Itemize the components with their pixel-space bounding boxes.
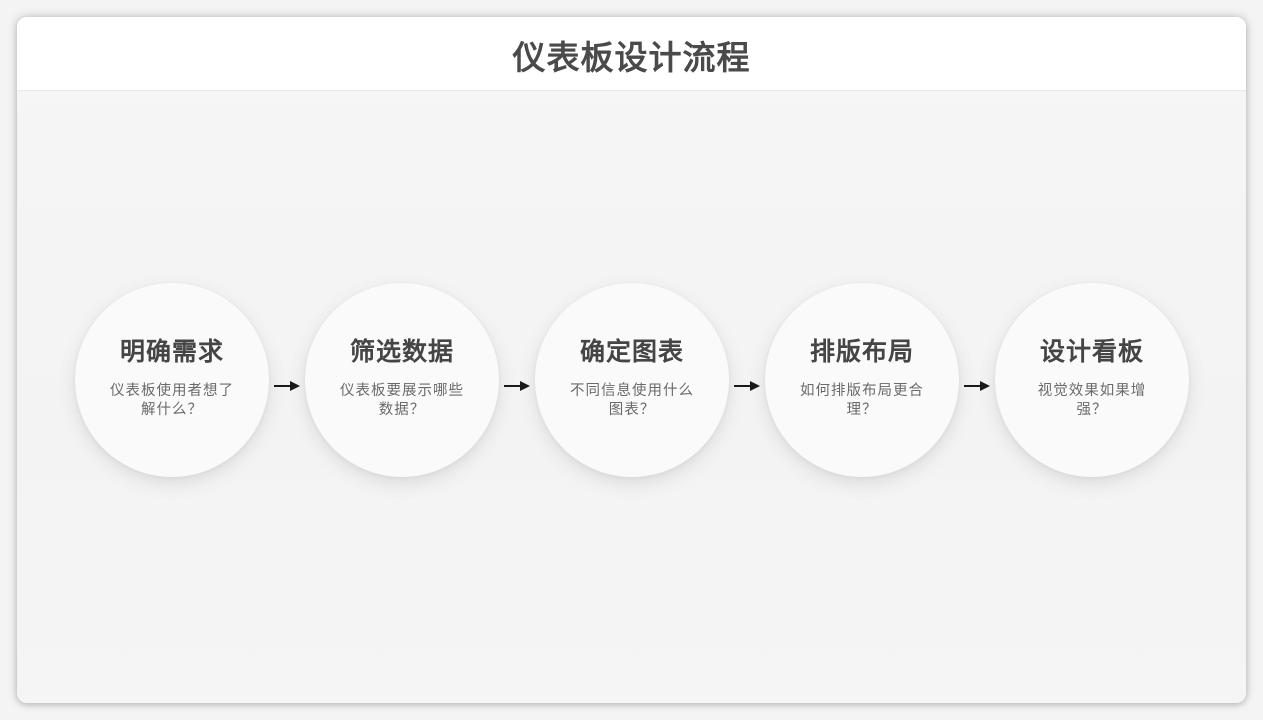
header-bar: 仪表板设计流程 (17, 17, 1246, 91)
step-filter-data: 筛选数据 仪表板要展示哪些数据？ (305, 283, 499, 477)
step-title: 明确需求 (119, 337, 224, 366)
step-description: 仪表板要展示哪些数据？ (340, 383, 464, 418)
process-flow: 明确需求 仪表板使用者想了解什么？ 筛选数据 仪表板要展示哪些数据？ 确定图表 … (17, 17, 1246, 703)
step-title: 排版布局 (809, 337, 914, 366)
step-title: 确定图表 (579, 337, 684, 366)
step-choose-charts: 确定图表 不同信息使用什么图表？ (535, 283, 729, 477)
step-description: 不同信息使用什么图表？ (570, 383, 694, 418)
step-description: 仪表板使用者想了解什么？ (110, 383, 234, 418)
arrow-right-icon (504, 380, 530, 392)
step-description: 视觉效果如果增强？ (1037, 383, 1147, 418)
step-clarify-requirements: 明确需求 仪表板使用者想了解什么？ (75, 283, 269, 477)
step-description: 如何排版布局更合理？ (800, 383, 924, 418)
slide-frame: 仪表板设计流程 明确需求 仪表板使用者想了解什么？ 筛选数据 仪表板要展示哪些数… (17, 17, 1246, 703)
step-title: 设计看板 (1039, 337, 1144, 366)
page-title: 仪表板设计流程 (512, 37, 751, 77)
step-design-dashboard: 设计看板 视觉效果如果增强？ (995, 283, 1189, 477)
arrow-right-icon (964, 380, 990, 392)
arrow-right-icon (734, 380, 760, 392)
arrow-right-icon (274, 380, 300, 392)
step-title: 筛选数据 (349, 337, 454, 366)
step-layout: 排版布局 如何排版布局更合理？ (765, 283, 959, 477)
